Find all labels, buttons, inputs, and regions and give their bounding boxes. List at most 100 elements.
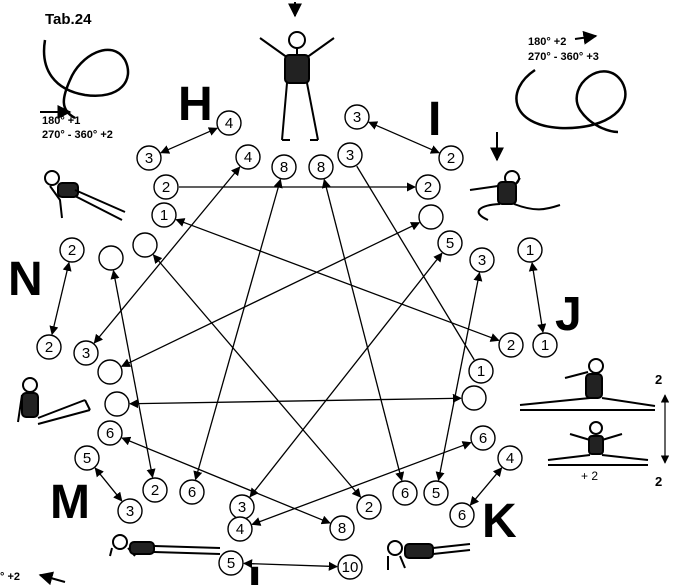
figure-bottom-right-lying <box>387 540 471 570</box>
position-node-t3: 8 <box>308 154 334 180</box>
position-node-b4: 4 <box>227 516 253 542</box>
node-circle <box>153 174 179 200</box>
figure-left-pushup <box>44 170 126 221</box>
node-label: 10 <box>342 559 359 576</box>
node-label: 4 <box>244 149 252 166</box>
node-label: 1 <box>541 337 549 354</box>
node-circle <box>497 445 523 471</box>
position-node-i2: 2 <box>438 145 464 171</box>
node-circle <box>329 515 355 541</box>
node-circle <box>470 425 496 451</box>
node-circle <box>469 247 495 273</box>
node-circle <box>142 477 168 503</box>
node-circle <box>356 494 382 520</box>
node-label: 2 <box>447 150 455 167</box>
connection-line-h1-h2 <box>160 127 218 154</box>
scale-top-value: 2 <box>655 372 662 387</box>
connection-line-b5b-b10 <box>243 559 338 571</box>
position-node-l2a: 2 <box>153 174 179 200</box>
position-node-t2: 8 <box>271 154 297 180</box>
group-letter-j: J <box>555 288 582 341</box>
rotation-right-line2: 270° - 360° +3 <box>528 51 599 63</box>
node-label: 1 <box>477 363 485 380</box>
node-label: 3 <box>145 150 153 167</box>
node-circle <box>179 479 205 505</box>
node-circle <box>461 385 487 411</box>
node-label: 4 <box>236 521 244 538</box>
position-node-k4: 4 <box>497 445 523 471</box>
position-node-b5b: 5 <box>218 550 244 576</box>
scale-bottom-value: 2 <box>655 474 662 489</box>
group-letter-i: I <box>428 93 441 146</box>
node-circle <box>392 480 418 506</box>
node-circle <box>73 340 99 366</box>
figure-right-split <box>519 358 656 466</box>
group-letter-n: N <box>8 253 43 306</box>
position-node-r5a: 5 <box>437 230 463 256</box>
node-label: 8 <box>280 159 288 176</box>
scale-caption: + 2 <box>581 469 598 483</box>
connection-line-n2-n2b <box>49 261 72 336</box>
position-node-n2b: 2 <box>36 334 62 360</box>
connection-line-t4-r1b <box>356 165 475 361</box>
node-circle <box>151 202 177 228</box>
node-label: 1 <box>160 207 168 224</box>
figure-left-sitting <box>17 377 91 425</box>
position-node-r3a: 3 <box>469 247 495 273</box>
position-node-r0c <box>461 385 487 411</box>
group-letter-k: K <box>482 495 517 548</box>
node-label: 3 <box>478 252 486 269</box>
figure-right-leap <box>469 132 561 221</box>
position-node-i1: 3 <box>344 104 370 130</box>
rotation-diagram-left: 180° +1 270° - 360° +2 <box>40 39 130 141</box>
node-label: 2 <box>162 179 170 196</box>
position-node-t4: 3 <box>337 142 363 168</box>
connection-line-k4-k6b <box>469 467 503 506</box>
node-label: 2 <box>45 339 53 356</box>
position-node-r0a <box>418 204 444 230</box>
rotation-left-line2: 270° - 360° +2 <box>42 129 113 141</box>
node-circle <box>59 237 85 263</box>
node-circle <box>308 154 334 180</box>
node-label: 8 <box>338 520 346 537</box>
node-circle <box>532 332 558 358</box>
node-label: 6 <box>479 430 487 447</box>
node-label: 8 <box>317 159 325 176</box>
node-circle <box>104 391 130 417</box>
connection-line-m5-m3 <box>94 467 123 502</box>
node-label: 6 <box>458 507 466 524</box>
node-label: 3 <box>126 503 134 520</box>
position-node-b2: 2 <box>356 494 382 520</box>
node-circle <box>337 142 363 168</box>
connection-line-k6a-b4 <box>251 441 472 526</box>
node-circle <box>344 104 370 130</box>
node-circle <box>227 516 253 542</box>
node-circle <box>415 174 441 200</box>
position-node-n0 <box>98 245 124 271</box>
node-label: 2 <box>424 179 432 196</box>
node-label: 5 <box>227 555 235 572</box>
node-circle <box>418 204 444 230</box>
node-circle <box>132 232 158 258</box>
node-label: 2 <box>151 482 159 499</box>
position-node-n3: 3 <box>73 340 99 366</box>
node-circle <box>517 237 543 263</box>
rotation-left-line1: 180° +1 <box>42 115 80 127</box>
connection-line-l0a-b2 <box>152 254 362 498</box>
rotation-right-line1: 180° +2 <box>528 36 566 48</box>
rotation-diagram-right: 180° +2 270° - 360° +3 <box>515 30 627 134</box>
node-circle <box>498 332 524 358</box>
node-label: 3 <box>346 147 354 164</box>
node-label: 3 <box>82 345 90 362</box>
position-node-r2b: 2 <box>498 332 524 358</box>
node-circle <box>97 359 123 385</box>
position-node-m3: 3 <box>117 498 143 524</box>
node-circle <box>437 230 463 256</box>
rotation-diagram-bottom: ° +2 <box>0 571 66 585</box>
position-node-r2a: 2 <box>415 174 441 200</box>
node-label: 5 <box>446 235 454 252</box>
position-node-l0a <box>132 232 158 258</box>
node-label: 6 <box>188 484 196 501</box>
